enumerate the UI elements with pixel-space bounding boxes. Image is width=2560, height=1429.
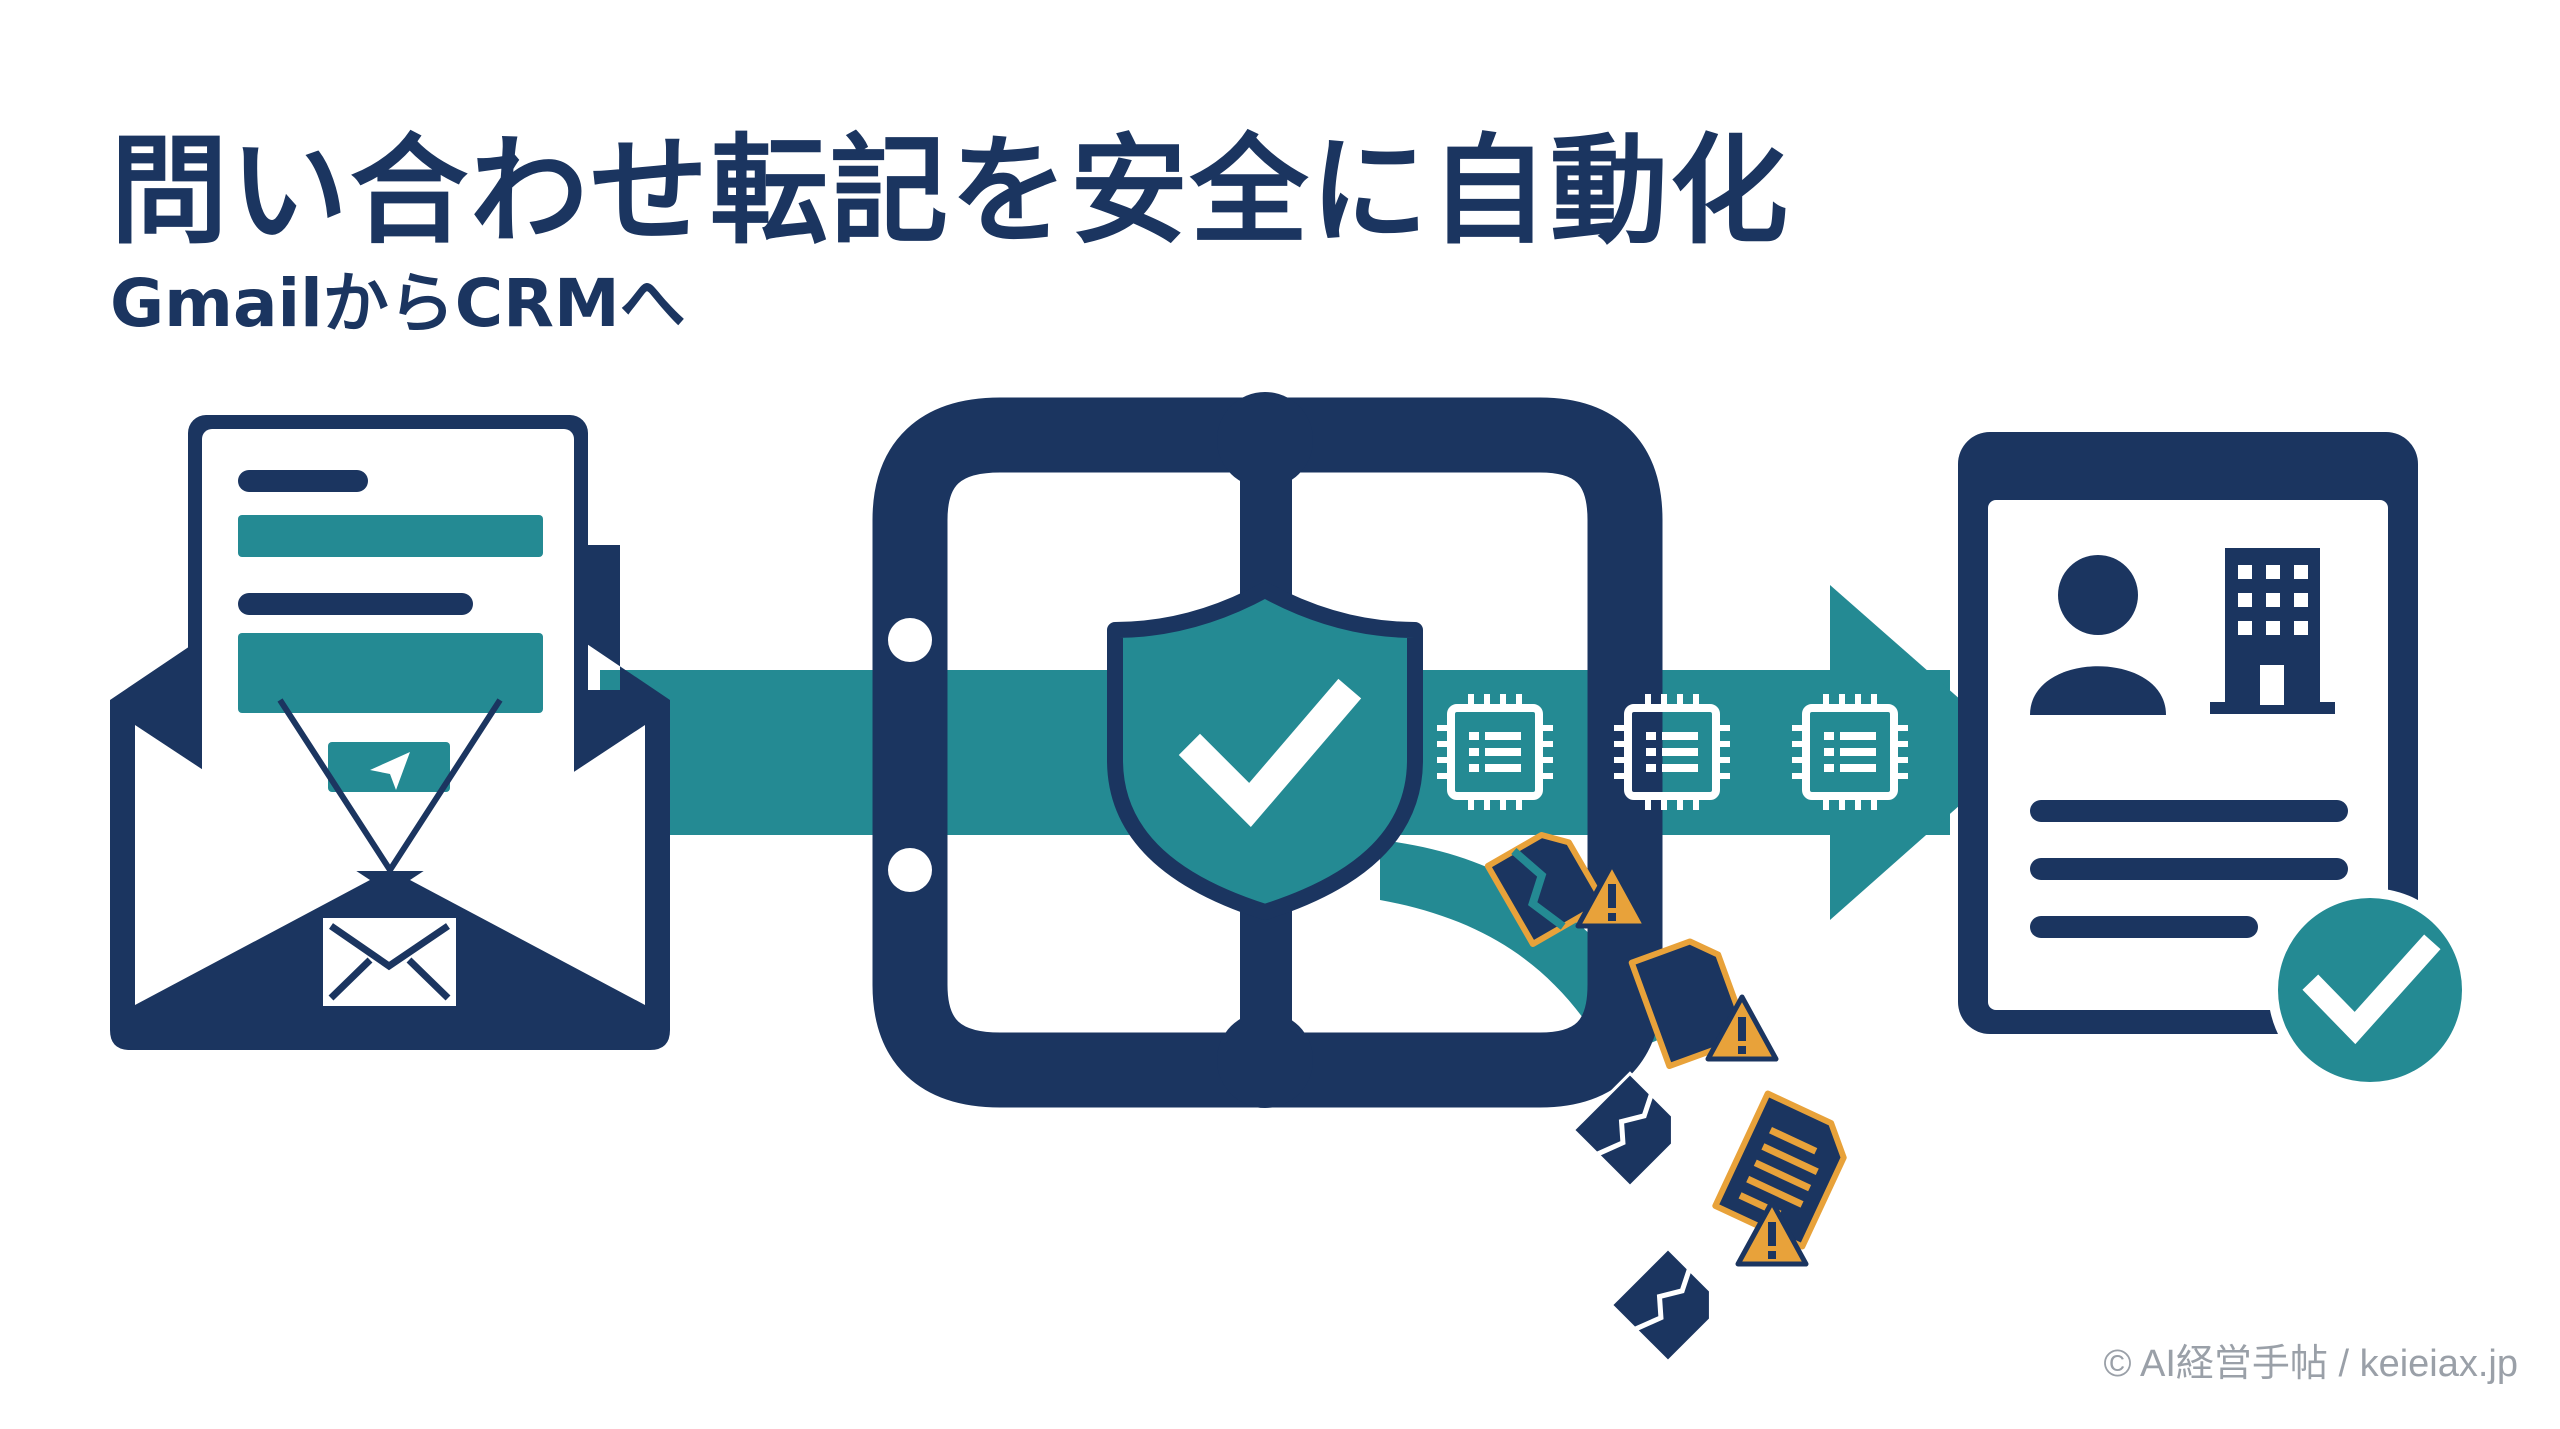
- page-subtitle: GmailからCRMへ: [110, 265, 686, 342]
- page-title: 問い合わせ転記を安全に自動化: [110, 122, 1791, 260]
- chip-icon: [1792, 694, 1908, 810]
- gmail-envelope-icon: [110, 415, 670, 1050]
- shield-check-icon: [1107, 582, 1423, 920]
- crm-record-icon: [1958, 432, 2472, 1092]
- person-icon: [2030, 555, 2166, 715]
- building-icon: [2210, 548, 2335, 714]
- rejected-document-icon: [1712, 1090, 1847, 1250]
- copyright-credit: © AI経営手帖 / keieiax.jp: [2103, 1343, 2518, 1385]
- rejected-document-icon: [1484, 832, 1607, 947]
- chip-icon: [1614, 694, 1730, 810]
- verified-check-icon: [2268, 888, 2472, 1092]
- broken-document-icon: [1611, 1248, 1724, 1361]
- security-gate: [872, 392, 1663, 1108]
- chip-icon: [1437, 694, 1553, 810]
- mail-icon: [323, 918, 456, 1006]
